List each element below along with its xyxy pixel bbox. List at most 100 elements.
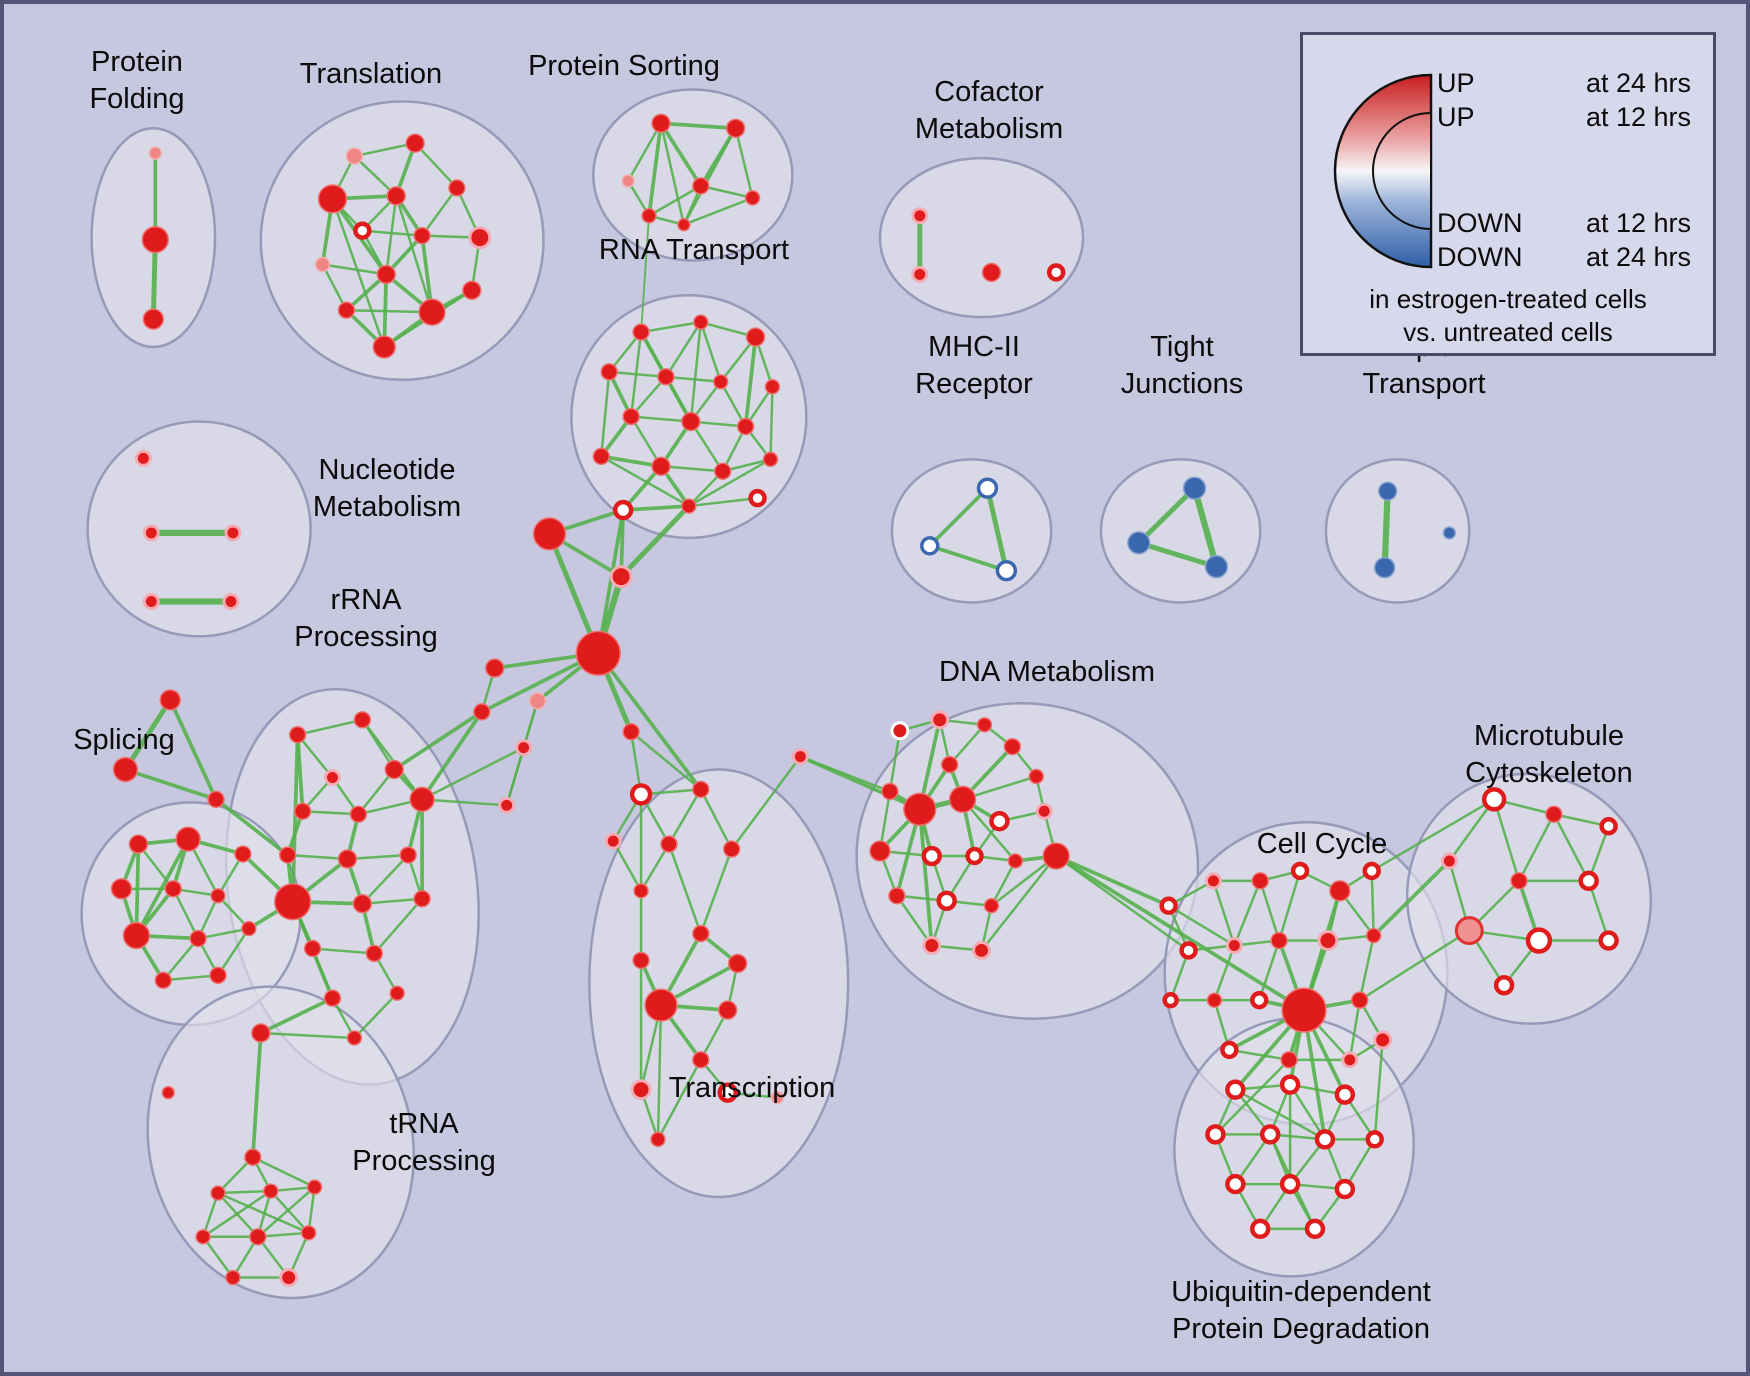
- network-node: [727, 953, 748, 974]
- network-node: [692, 177, 710, 195]
- network-node: [1317, 930, 1339, 951]
- network-node: [314, 256, 331, 273]
- network-node: [881, 782, 899, 801]
- network-edge: [1167, 904, 1236, 947]
- nodes-layer: [110, 113, 1619, 1287]
- network-node: [1440, 852, 1458, 870]
- legend-time-label: at 24 hrs: [1585, 68, 1691, 98]
- network-node: [353, 711, 372, 729]
- network-node: [189, 929, 207, 948]
- legend-dir-label: DOWN: [1437, 208, 1523, 238]
- network-node: [300, 1225, 317, 1241]
- network-edge: [659, 465, 724, 473]
- network-node: [722, 840, 741, 858]
- network-edge: [656, 1003, 663, 1141]
- network-node: [249, 1228, 267, 1246]
- network-node: [399, 846, 417, 864]
- legend-time-label: at 24 hrs: [1585, 242, 1691, 272]
- network-edge: [413, 141, 459, 190]
- network-node: [244, 1148, 262, 1166]
- network-node: [122, 921, 151, 950]
- network-node: [1270, 931, 1288, 950]
- network-node: [279, 1268, 299, 1287]
- network-edge: [699, 320, 722, 384]
- network-edge: [596, 651, 703, 792]
- network-node: [641, 208, 657, 224]
- network-edge: [216, 1189, 273, 1195]
- network-node: [1545, 805, 1563, 823]
- network-node: [632, 951, 650, 970]
- network-edge: [687, 458, 772, 508]
- network-node: [1162, 991, 1179, 1009]
- network-edge: [420, 798, 508, 807]
- network-node: [930, 710, 950, 730]
- network-edge: [290, 732, 300, 904]
- network-edge: [361, 853, 410, 905]
- network-node: [1334, 1178, 1356, 1200]
- network-node: [234, 845, 252, 863]
- network-node: [263, 1183, 279, 1199]
- legend-dir-label: UP: [1437, 102, 1475, 132]
- network-edge: [626, 122, 663, 183]
- network-edge: [214, 797, 290, 857]
- network-node: [1127, 531, 1151, 555]
- network-node: [981, 262, 1002, 283]
- network-edge: [373, 897, 424, 955]
- network-node: [485, 658, 505, 678]
- network-edge: [1277, 869, 1302, 942]
- network-edge: [682, 196, 754, 226]
- network-edge: [618, 503, 692, 580]
- network-edge: [1136, 485, 1198, 546]
- network-node: [965, 846, 984, 866]
- network-node: [1007, 853, 1024, 869]
- network-node: [418, 298, 446, 326]
- network-node: [141, 225, 169, 254]
- network-edge: [171, 887, 200, 940]
- network-node: [657, 368, 675, 386]
- network-edge: [659, 121, 703, 188]
- network-node: [681, 411, 701, 432]
- network-node: [345, 147, 364, 165]
- network-node: [386, 186, 406, 206]
- network-node: [293, 802, 312, 820]
- network-node: [413, 226, 431, 245]
- network-edge: [927, 543, 1009, 573]
- network-edge: [353, 991, 399, 1040]
- network-node: [692, 780, 710, 799]
- network-node: [142, 593, 160, 610]
- network-node: [207, 790, 225, 809]
- cluster-ellipse-mhc-ii-receptor: [890, 458, 1053, 604]
- network-node: [1341, 1051, 1359, 1069]
- legend-rings-graphic: [1333, 73, 1433, 269]
- network-node: [1290, 861, 1310, 881]
- cluster-label-protein-sorting: Protein Sorting: [528, 50, 720, 82]
- network-node: [681, 498, 697, 514]
- network-node: [936, 890, 957, 911]
- network-node: [164, 880, 182, 898]
- network-node: [621, 174, 635, 188]
- legend-row-up-24: UP at 24 hrs: [1303, 68, 1713, 98]
- network-edge: [743, 335, 758, 429]
- network-node: [224, 524, 242, 542]
- network-node: [389, 985, 405, 1001]
- network-node: [632, 323, 650, 341]
- network-node: [195, 1229, 211, 1245]
- network-edge: [664, 320, 703, 379]
- network-node: [976, 477, 999, 499]
- network-node: [210, 888, 226, 904]
- network-edge: [1552, 813, 1610, 828]
- network-edge: [1370, 798, 1496, 873]
- network-edge: [296, 718, 364, 736]
- network-edge: [984, 485, 1009, 574]
- network-edge: [730, 755, 802, 851]
- network-node: [161, 1085, 175, 1100]
- network-edge: [311, 947, 334, 1000]
- network-edge: [990, 859, 1017, 907]
- network-edge: [134, 837, 191, 938]
- network-node: [1279, 1074, 1301, 1095]
- network-edge: [353, 141, 417, 158]
- network-edge: [1136, 540, 1219, 570]
- network-node: [1204, 872, 1222, 890]
- legend-box: UP at 24 hrs UP at 12 hrs DOWN at 12 hrs…: [1300, 32, 1716, 356]
- network-node: [604, 832, 622, 850]
